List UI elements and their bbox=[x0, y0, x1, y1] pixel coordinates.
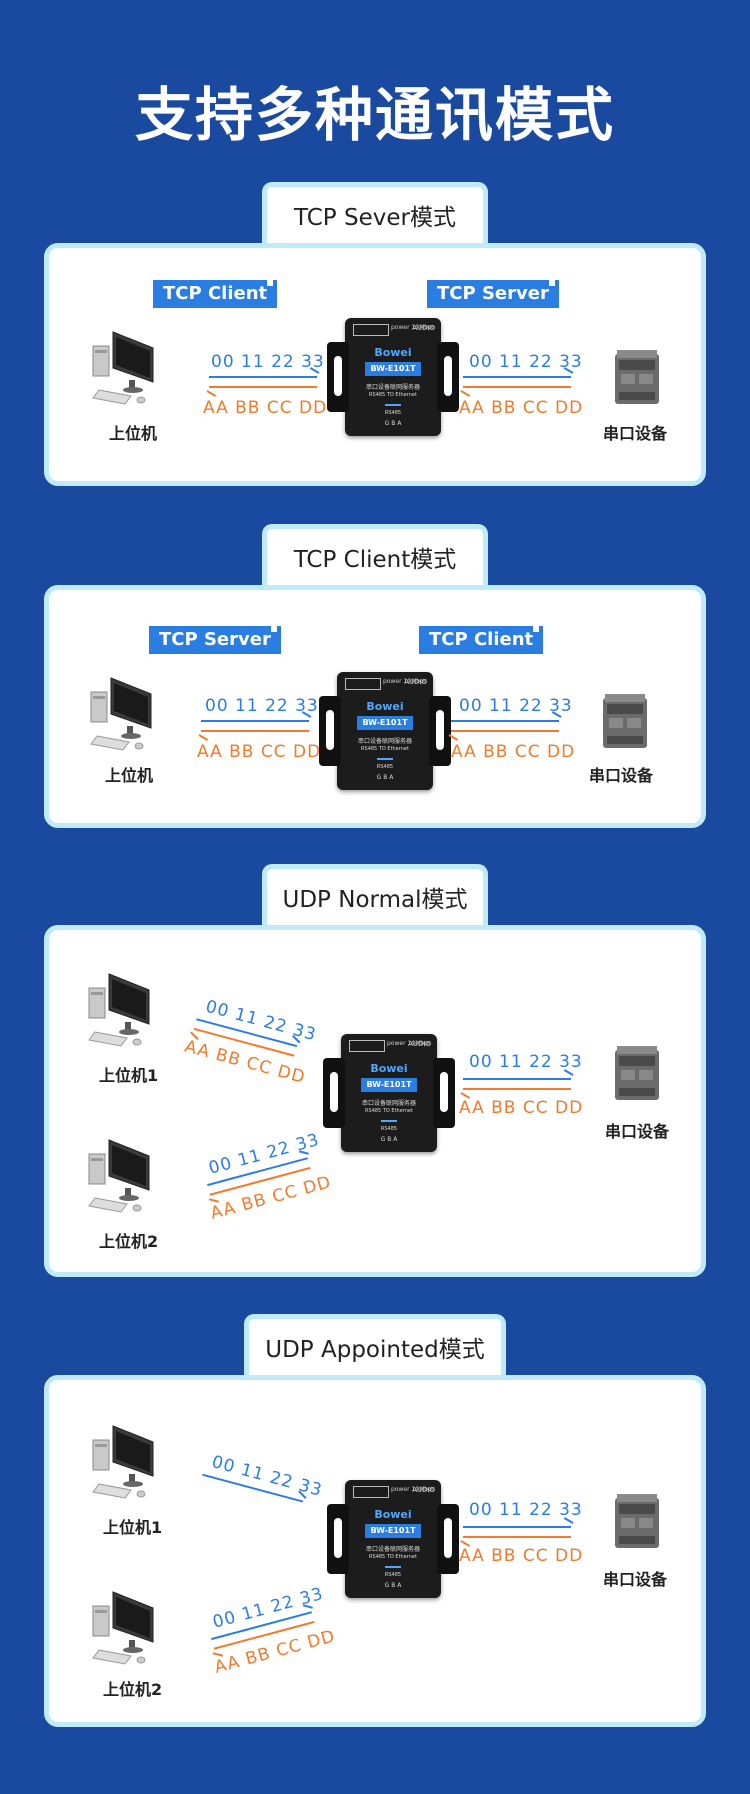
device-model: BW-E101T bbox=[365, 362, 421, 376]
computer-icon bbox=[91, 1588, 161, 1668]
host-1-label: 上位机1 bbox=[103, 1518, 163, 1537]
mode-tab-label: UDP Normal模式 bbox=[282, 887, 468, 913]
computer-icon bbox=[89, 674, 159, 754]
serial-device-label: 串口设备 bbox=[603, 1570, 668, 1589]
host-2-link: 00 11 22 33 AA BB CC DD bbox=[206, 1129, 334, 1224]
recv-arrow bbox=[463, 386, 571, 388]
send-arrow bbox=[201, 720, 309, 722]
mode-tab-label: TCP Client模式 bbox=[293, 547, 457, 573]
send-arrow bbox=[463, 1078, 571, 1080]
recv-data: AA BB CC DD bbox=[197, 742, 322, 762]
device-brand: Bowei bbox=[374, 1508, 412, 1521]
host-2-label: 上位机2 bbox=[99, 1232, 159, 1251]
send-arrow bbox=[463, 1526, 571, 1528]
host-1-link: 00 11 22 33 bbox=[202, 1450, 352, 1503]
host-2-label: 上位机2 bbox=[103, 1680, 163, 1699]
host-2-link: 00 11 22 33 AA BB CC DD bbox=[210, 1583, 338, 1678]
computer-icon bbox=[91, 328, 161, 408]
send-data: 00 11 22 33 bbox=[469, 1500, 583, 1520]
send-data: 00 11 22 33 bbox=[205, 696, 319, 716]
plc-icon bbox=[611, 1044, 663, 1104]
host-label: 上位机 bbox=[105, 766, 154, 785]
recv-data: AA BB CC DD bbox=[459, 1546, 584, 1566]
device-brand: Bowei bbox=[370, 1062, 408, 1075]
plc-icon bbox=[599, 692, 651, 752]
mode-tab-udp-appointed: UDP Appointed模式 bbox=[244, 1314, 506, 1378]
computer-icon bbox=[87, 970, 157, 1050]
serial-device-label: 串口设备 bbox=[605, 1122, 670, 1141]
send-data: 00 11 22 33 bbox=[469, 1052, 583, 1072]
mode-tab-udp-normal: UDP Normal模式 bbox=[262, 864, 488, 928]
recv-arrow bbox=[209, 386, 317, 388]
mode-panel-tcp-server: TCP Client TCP Server 上位机 00 11 22 33 AA… bbox=[44, 243, 706, 486]
mode-panel-udp-appointed: 上位机1 上位机2 00 11 22 33 00 11 22 33 AA BB … bbox=[44, 1375, 706, 1727]
page-title: 支持多种通讯模式 bbox=[134, 81, 615, 149]
recv-data: AA BB CC DD bbox=[459, 1098, 584, 1118]
right-tag: TCP Client bbox=[419, 626, 544, 654]
mode-tab-label: UDP Appointed模式 bbox=[265, 1337, 485, 1363]
serial-device-label: 串口设备 bbox=[603, 424, 668, 443]
serial-device-label: 串口设备 bbox=[589, 766, 654, 785]
host-1-link: 00 11 22 33 AA BB CC DD bbox=[182, 996, 319, 1088]
send-arrow bbox=[463, 376, 571, 378]
device-model: BW-E101T bbox=[365, 1524, 421, 1538]
plc-icon bbox=[611, 1492, 663, 1552]
recv-arrow bbox=[201, 730, 309, 732]
device-model: BW-E101T bbox=[357, 716, 413, 730]
computer-icon bbox=[91, 1422, 161, 1502]
recv-data: AA BB CC DD bbox=[451, 742, 576, 762]
send-arrow bbox=[451, 720, 559, 722]
send-data: 00 11 22 33 bbox=[211, 352, 325, 372]
plc-icon bbox=[611, 348, 663, 408]
recv-arrow bbox=[463, 1088, 571, 1090]
device-model: BW-E101T bbox=[361, 1078, 417, 1092]
left-tag: TCP Server bbox=[149, 626, 281, 654]
host-1-label: 上位机1 bbox=[99, 1066, 159, 1085]
mode-tab-tcp-server: TCP Sever模式 bbox=[262, 182, 488, 246]
recv-data: AA BB CC DD bbox=[203, 398, 328, 418]
mode-panel-tcp-client: TCP Server TCP Client 上位机 00 11 22 33 AA… bbox=[44, 585, 706, 828]
recv-data: AA BB CC DD bbox=[459, 398, 584, 418]
computer-icon bbox=[87, 1136, 157, 1216]
mode-panel-udp-normal: 上位机1 上位机2 00 11 22 33 AA BB CC DD 00 11 … bbox=[44, 925, 706, 1277]
device-brand: Bowei bbox=[374, 346, 412, 359]
mode-tab-tcp-client: TCP Client模式 bbox=[262, 524, 488, 588]
mode-tab-label: TCP Sever模式 bbox=[294, 205, 456, 231]
host-label: 上位机 bbox=[109, 424, 158, 443]
send-data: 00 11 22 33 bbox=[459, 696, 573, 716]
send-arrow bbox=[209, 376, 317, 378]
recv-arrow bbox=[463, 1536, 571, 1538]
right-tag: TCP Server bbox=[427, 280, 559, 308]
recv-arrow bbox=[451, 730, 559, 732]
send-data: 00 11 22 33 bbox=[469, 352, 583, 372]
left-tag: TCP Client bbox=[153, 280, 278, 308]
device-brand: Bowei bbox=[366, 700, 404, 713]
